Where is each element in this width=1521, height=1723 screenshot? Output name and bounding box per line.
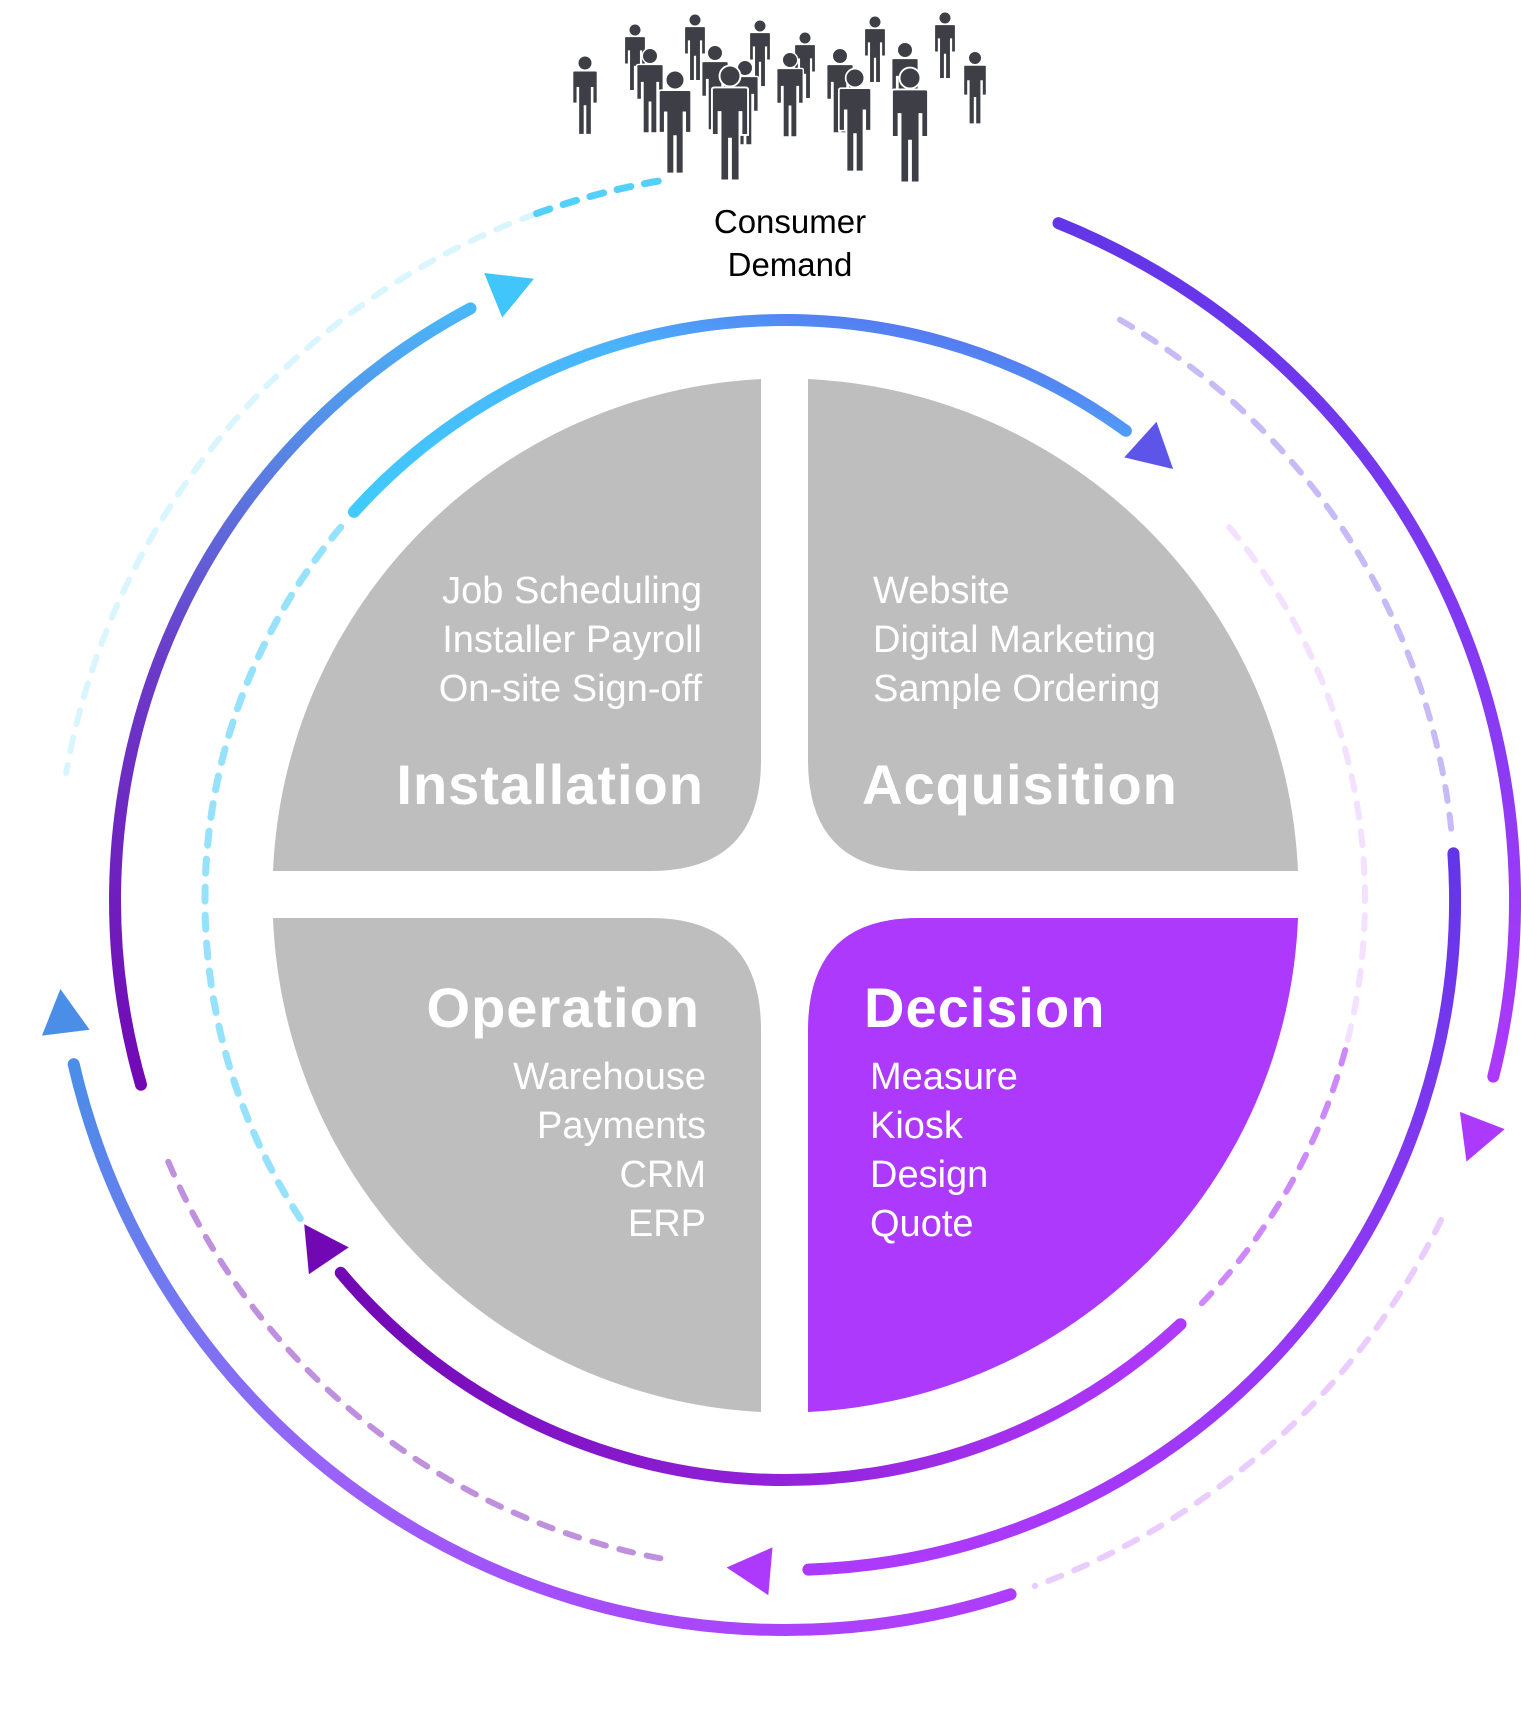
- decision-items: Measure Kiosk Design Quote: [870, 1053, 1018, 1249]
- outer-top-dashed-arc: [531, 177, 662, 218]
- middle-left-arrowhead: [484, 273, 534, 318]
- installation-item: On-site Sign-off: [438, 668, 702, 710]
- inner-top-arrowhead: [1124, 421, 1174, 469]
- person-icon: [776, 51, 804, 138]
- operation-title: Operation: [426, 976, 700, 1039]
- person-icon: [890, 66, 930, 184]
- middle-lower-left-dashed-arc: [165, 1158, 672, 1563]
- operation-items: Warehouse Payments CRM ERP: [513, 1053, 706, 1249]
- operation-item: ERP: [627, 1203, 706, 1245]
- installation-item: Job Scheduling: [442, 570, 702, 612]
- operation-item: Warehouse: [513, 1056, 706, 1098]
- outer-lower-right-dashed-arc: [1031, 1217, 1445, 1589]
- decision-panel[interactable]: [808, 918, 1298, 1412]
- acquisition-item: Digital Marketing: [873, 619, 1156, 661]
- person-icon: [748, 19, 772, 88]
- acquisition-panel[interactable]: [808, 379, 1298, 871]
- installation-title: Installation: [396, 753, 704, 816]
- person-icon: [837, 67, 873, 173]
- decision-item: Quote: [870, 1203, 974, 1245]
- decision-item: Kiosk: [870, 1105, 963, 1147]
- outer-right-arrowhead: [1459, 1111, 1505, 1162]
- acquisition-title: Acquisition: [862, 753, 1178, 816]
- consumer-demand-line2: Demand: [727, 246, 853, 283]
- outer-left-arrowhead: [42, 989, 90, 1036]
- middle-right-arc: [802, 847, 1462, 1576]
- operation-item: CRM: [619, 1154, 706, 1196]
- outer-bottom-arc: [67, 1058, 1017, 1637]
- consumer-demand-label: Consumer Demand: [640, 200, 940, 286]
- person-icon: [683, 13, 707, 82]
- inner-top-arrow-shaft: [348, 314, 1132, 518]
- person-icon: [657, 69, 693, 175]
- installation-items: Job Scheduling Installer Payroll On-site…: [439, 567, 702, 714]
- operation-panel[interactable]: [273, 918, 761, 1412]
- installation-panel[interactable]: [273, 379, 761, 871]
- installation-item: Installer Payroll: [442, 619, 702, 661]
- crowd-of-people-icon: [571, 11, 988, 184]
- inner-right-lower-dashed-arc: [1192, 1047, 1349, 1314]
- person-icon: [636, 47, 664, 134]
- decision-title: Decision: [864, 976, 1106, 1039]
- acquisition-items: Website Digital Marketing Sample Orderin…: [873, 567, 1160, 714]
- consumer-demand-line1: Consumer: [713, 203, 867, 240]
- acquisition-item: Sample Ordering: [873, 668, 1161, 710]
- inner-bottom-arrow-shaft: [334, 1266, 1187, 1486]
- person-icon: [933, 11, 957, 80]
- acquisition-item: Website: [873, 570, 1010, 612]
- decision-item: Design: [870, 1154, 989, 1196]
- inner-bottom-arrowhead: [304, 1224, 349, 1275]
- middle-left-arc: [109, 302, 477, 1091]
- outer-right-arc: [1052, 217, 1521, 1083]
- middle-right-arrowhead: [726, 1547, 773, 1596]
- person-icon: [863, 15, 887, 84]
- person-icon: [962, 50, 988, 125]
- person-icon: [710, 64, 750, 182]
- middle-upper-right-dashed-arc: [1117, 316, 1455, 833]
- inner-right-dashed-arc: [1226, 524, 1368, 1054]
- person-icon: [571, 55, 599, 136]
- operation-item: Payments: [537, 1105, 706, 1147]
- inner-left-dashed-arc: [201, 523, 345, 1237]
- outer-upper-left-dashed-arc: [63, 211, 539, 777]
- decision-item: Measure: [870, 1056, 1018, 1098]
